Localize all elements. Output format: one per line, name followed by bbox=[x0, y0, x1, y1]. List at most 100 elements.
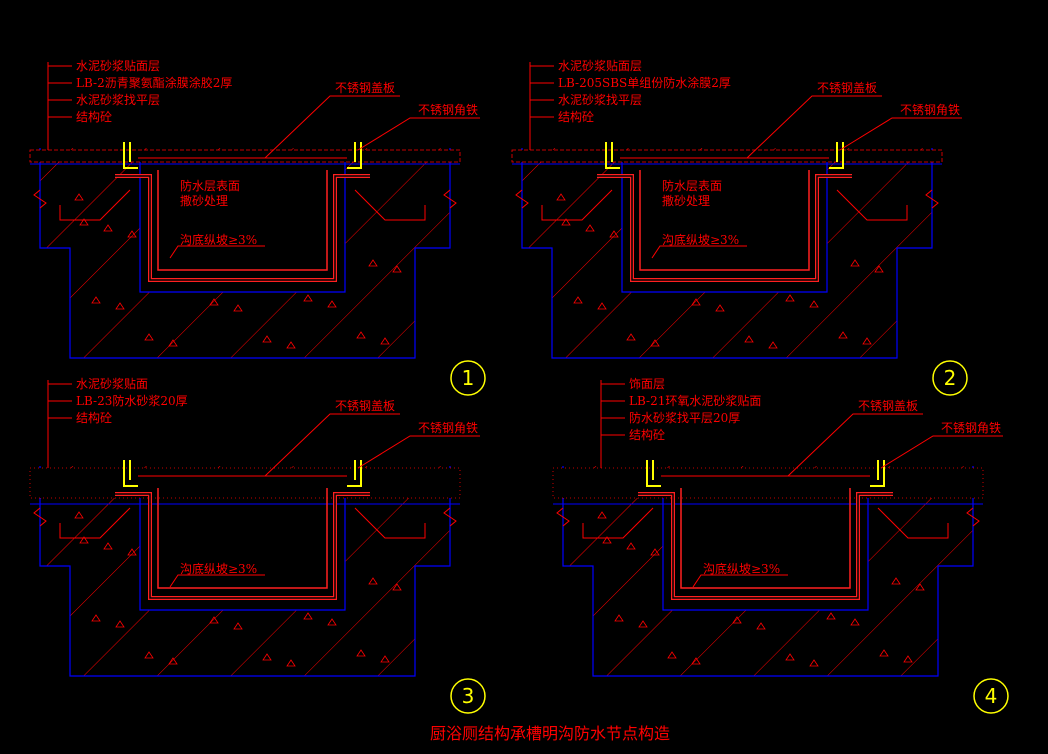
break-line-right bbox=[443, 189, 457, 209]
cover-leader bbox=[264, 413, 400, 477]
aggregate-mark bbox=[838, 331, 848, 339]
angle-leader bbox=[357, 117, 480, 151]
slope-leader bbox=[169, 574, 265, 588]
structure-outline bbox=[39, 148, 451, 359]
aggregate-mark bbox=[356, 331, 366, 339]
aggregate-mark bbox=[768, 341, 778, 349]
channel-void bbox=[140, 160, 345, 292]
detail-section-4: 饰面层LB-21环氧水泥砂浆贴面防水砂浆找平层20厚结构砼不锈钢盖板不锈钢角铁沟… bbox=[552, 377, 1009, 714]
break-line-left bbox=[33, 189, 47, 209]
aggregate-mark bbox=[585, 224, 595, 232]
aggregate-mark bbox=[144, 651, 154, 659]
aggregate-mark bbox=[756, 622, 766, 630]
aggregate-mark bbox=[356, 649, 366, 657]
aggregate-mark bbox=[79, 218, 89, 226]
aggregate-mark bbox=[667, 651, 677, 659]
anchor-left bbox=[59, 507, 131, 539]
steel-angle-right bbox=[347, 142, 362, 169]
layer-label: 结构砼 bbox=[76, 410, 112, 425]
aggregate-mark bbox=[74, 193, 84, 201]
steel-angle-left bbox=[123, 460, 138, 487]
aggregate-mark bbox=[262, 653, 272, 661]
aggregate-mark bbox=[286, 659, 296, 667]
aggregate-mark bbox=[691, 657, 701, 665]
layer-label: 结构砼 bbox=[629, 427, 665, 442]
aggregate-mark bbox=[732, 616, 742, 624]
aggregate-mark bbox=[209, 616, 219, 624]
detail-number: 1 bbox=[462, 366, 475, 390]
cover-plate-label: 不锈钢盖板 bbox=[335, 399, 395, 413]
membrane-core bbox=[115, 175, 370, 281]
aggregate-mark bbox=[609, 230, 619, 238]
aggregate-mark bbox=[785, 294, 795, 302]
surface-label-line2: 撒砂处理 bbox=[662, 193, 710, 208]
layer-label: 水泥砂浆贴面层 bbox=[558, 58, 642, 73]
break-line-right bbox=[966, 507, 980, 527]
surface-label-line2: 撒砂处理 bbox=[180, 193, 228, 208]
membrane-core bbox=[597, 175, 852, 281]
steel-angle-right bbox=[347, 460, 362, 487]
cover-plate-label: 不锈钢盖板 bbox=[817, 81, 877, 95]
detail-number-circle bbox=[932, 360, 968, 396]
steel-angle-right bbox=[870, 460, 885, 487]
floor-finish-layer bbox=[552, 467, 984, 499]
layer-label: 防水砂浆找平层20厚 bbox=[629, 410, 740, 425]
floor-finish-layer bbox=[29, 467, 461, 499]
floor-finish-layer bbox=[29, 149, 461, 163]
detail-number-circle bbox=[450, 678, 486, 714]
aggregate-mark bbox=[303, 294, 313, 302]
anchor-right bbox=[877, 507, 949, 539]
channel-outline bbox=[662, 478, 869, 611]
aggregate-mark bbox=[91, 614, 101, 622]
structure-outline bbox=[562, 466, 974, 677]
channel-lining bbox=[680, 488, 851, 589]
structure-outline bbox=[521, 148, 933, 359]
aggregate-mark bbox=[79, 536, 89, 544]
angle-label: 不锈钢角铁 bbox=[941, 421, 1001, 435]
aggregate-mark bbox=[809, 300, 819, 308]
cover-plate-label: 不锈钢盖板 bbox=[858, 399, 918, 413]
detail-section-1: 水泥砂浆贴面层LB-2沥青聚氨酯涂膜涂胶2厚水泥砂浆找平层结构砼不锈钢盖板不锈钢… bbox=[29, 58, 486, 396]
surface-label-line1: 防水层表面 bbox=[662, 178, 722, 193]
detail-number: 4 bbox=[985, 684, 998, 708]
aggregate-mark bbox=[380, 655, 390, 663]
cover-leader bbox=[746, 95, 882, 159]
aggregate-mark bbox=[903, 655, 913, 663]
steel-angle-left bbox=[605, 142, 620, 169]
detail-section-2: 水泥砂浆贴面层LB-205SBS单组份防水涂膜2厚水泥砂浆找平层结构砼不锈钢盖板… bbox=[511, 58, 968, 396]
aggregate-mark bbox=[691, 298, 701, 306]
anchor-right bbox=[836, 189, 908, 221]
aggregate-mark bbox=[286, 341, 296, 349]
slope-leader bbox=[651, 245, 747, 259]
channel-outline bbox=[139, 478, 346, 611]
steel-angle-left bbox=[123, 142, 138, 169]
aggregate-mark bbox=[597, 511, 607, 519]
aggregate-mark bbox=[262, 335, 272, 343]
aggregate-mark bbox=[826, 612, 836, 620]
aggregate-mark bbox=[650, 548, 660, 556]
layer-label: 水泥砂浆贴面层 bbox=[76, 58, 160, 73]
aggregate-mark bbox=[809, 659, 819, 667]
detail-number-circle bbox=[450, 360, 486, 396]
steel-angle-left bbox=[646, 460, 661, 487]
aggregate-mark bbox=[115, 302, 125, 310]
slope-leader bbox=[169, 245, 265, 259]
floor-finish-layer bbox=[511, 149, 943, 163]
angle-label: 不锈钢角铁 bbox=[418, 103, 478, 117]
break-line-right bbox=[925, 189, 939, 209]
structure-outline bbox=[39, 466, 451, 677]
channel-outline bbox=[139, 160, 346, 293]
anchor-left bbox=[541, 189, 613, 221]
channel-void bbox=[663, 478, 868, 610]
aggregate-mark bbox=[626, 542, 636, 550]
aggregate-mark bbox=[368, 259, 378, 267]
layer-label: 水泥砂浆找平层 bbox=[76, 92, 160, 107]
membrane-core bbox=[638, 493, 893, 599]
aggregate-mark bbox=[127, 548, 137, 556]
angle-leader bbox=[839, 117, 962, 151]
membrane-core bbox=[115, 493, 370, 599]
layer-label: 水泥砂浆贴面 bbox=[76, 376, 148, 391]
aggregate-mark bbox=[168, 657, 178, 665]
angle-leader bbox=[357, 435, 480, 469]
